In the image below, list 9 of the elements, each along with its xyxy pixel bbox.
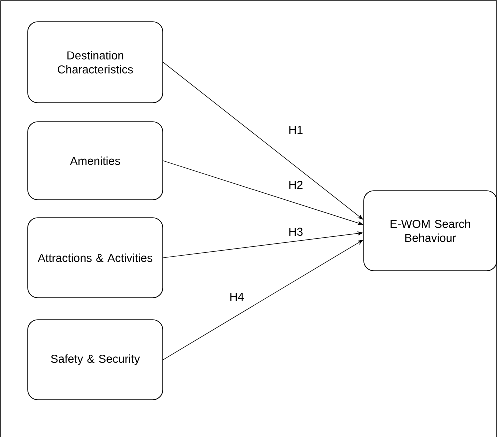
edge-label: H2	[288, 180, 304, 190]
edge-label: H1	[288, 125, 304, 135]
box: Attractions & Activities	[28, 218, 164, 298]
box: Destination Characteristics	[28, 22, 164, 104]
edge-label: H4	[228, 292, 246, 302]
box: Amenities	[28, 122, 164, 200]
box: Safety & Security	[28, 320, 164, 400]
box: E-WOM Search Behaviour	[364, 190, 498, 272]
edge-label: H3	[288, 226, 304, 238]
